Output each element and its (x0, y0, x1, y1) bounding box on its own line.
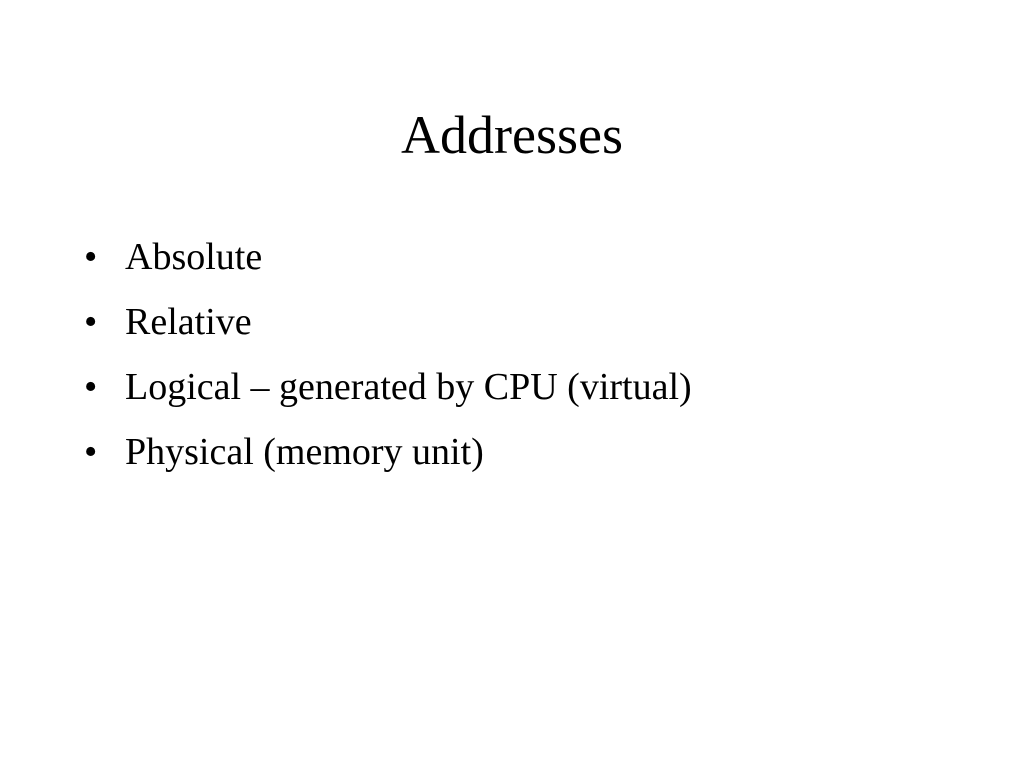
bullet-list: • Absolute • Relative • Logical – genera… (84, 232, 692, 492)
list-item: • Logical – generated by CPU (virtual) (84, 362, 692, 427)
bullet-text-logical: Logical – generated by CPU (virtual) (125, 366, 692, 408)
bullet-text-relative: Relative (125, 301, 252, 343)
bullet-icon: • (84, 431, 98, 473)
bullet-text-physical: Physical (memory unit) (125, 431, 484, 473)
bullet-text-absolute: Absolute (125, 236, 263, 278)
list-item: • Absolute (84, 232, 692, 297)
slide-title: Addresses (401, 105, 623, 165)
bullet-icon: • (84, 301, 98, 343)
list-item: • Physical (memory unit) (84, 427, 692, 492)
bullet-icon: • (84, 366, 98, 408)
bullet-icon: • (84, 236, 98, 278)
list-item: • Relative (84, 297, 692, 362)
